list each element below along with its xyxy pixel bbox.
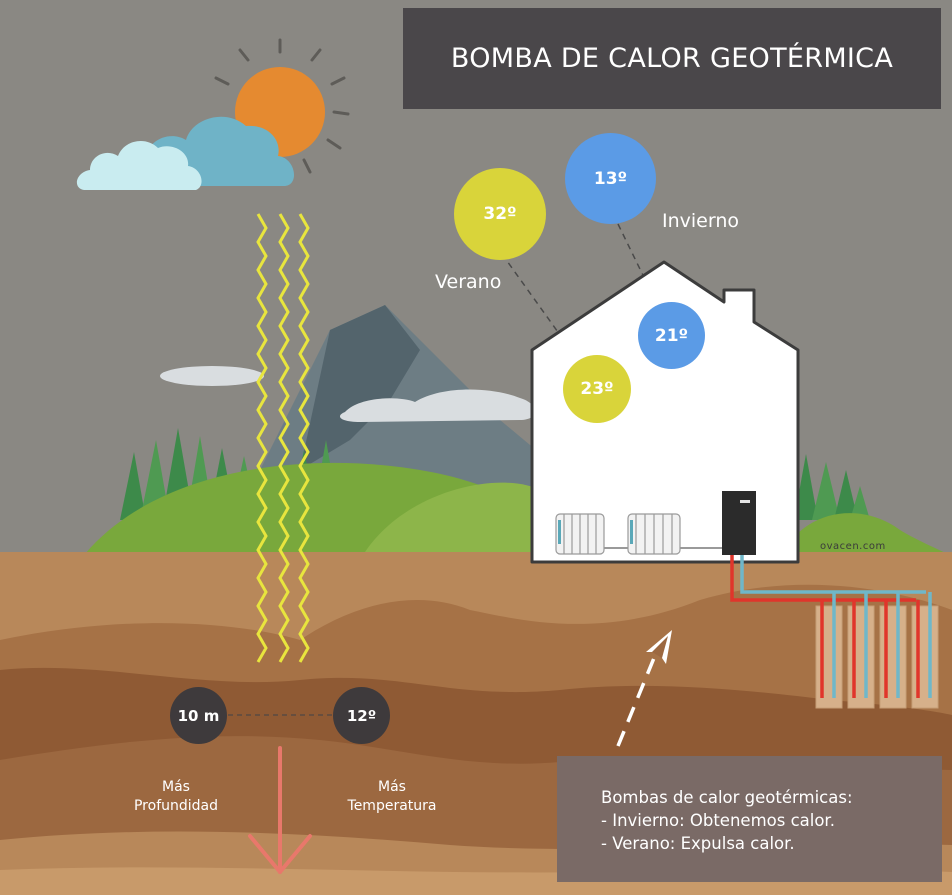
summer-inside-temp: 23º	[580, 379, 614, 399]
summer-outside-temp-badge: 32º	[454, 168, 546, 260]
trees-right	[794, 454, 870, 520]
page-title: BOMBA DE CALOR GEOTÉRMICA	[403, 8, 941, 109]
more-depth-line1: Más	[162, 779, 190, 795]
winter-inside-temp-badge: 21º	[638, 302, 705, 369]
down-arrow-icon	[248, 746, 312, 874]
info-box: Bombas de calor geotérmicas: - Invierno:…	[557, 756, 942, 882]
winter-outside-temp: 13º	[593, 168, 628, 189]
winter-outside-temp-badge: 13º	[565, 133, 656, 224]
depth-badge: 10 m	[170, 687, 227, 744]
info-winter: - Invierno: Obtenemos calor.	[601, 811, 835, 830]
green-hills	[80, 462, 952, 560]
more-temperature-label: Más Temperatura	[336, 778, 448, 816]
house	[530, 260, 800, 564]
summer-outside-temp: 32º	[483, 204, 517, 224]
depth-temperature: 12º	[346, 706, 377, 725]
winter-inside-temp: 21º	[654, 325, 689, 346]
cloud-icon	[76, 116, 295, 190]
watermark: ovacen.com	[820, 541, 886, 552]
more-temp-line1: Más	[378, 779, 406, 795]
more-temp-line2: Temperatura	[347, 798, 437, 814]
heat-waves	[256, 213, 310, 663]
winter-connector	[617, 223, 659, 307]
cloud-icon	[160, 366, 264, 386]
heat-pump-unit-icon	[722, 491, 756, 555]
depth-value: 10 m	[177, 706, 220, 725]
more-depth-label: Más Profundidad	[120, 778, 232, 816]
summer-label: Verano	[435, 271, 502, 293]
dashed-arrow-icon	[616, 630, 672, 747]
more-depth-line2: Profundidad	[133, 798, 218, 814]
radiator-icon	[627, 513, 681, 555]
info-heading: Bombas de calor geotérmicas:	[601, 788, 853, 807]
winter-label: Invierno	[662, 210, 740, 232]
depth-temperature-badge: 12º	[333, 687, 390, 744]
info-summer: - Verano: Expulsa calor.	[601, 834, 795, 853]
summer-inside-temp-badge: 23º	[563, 355, 631, 423]
cloud-icon	[340, 389, 535, 422]
radiator-icon	[555, 513, 605, 555]
ground-pipes	[730, 555, 939, 709]
